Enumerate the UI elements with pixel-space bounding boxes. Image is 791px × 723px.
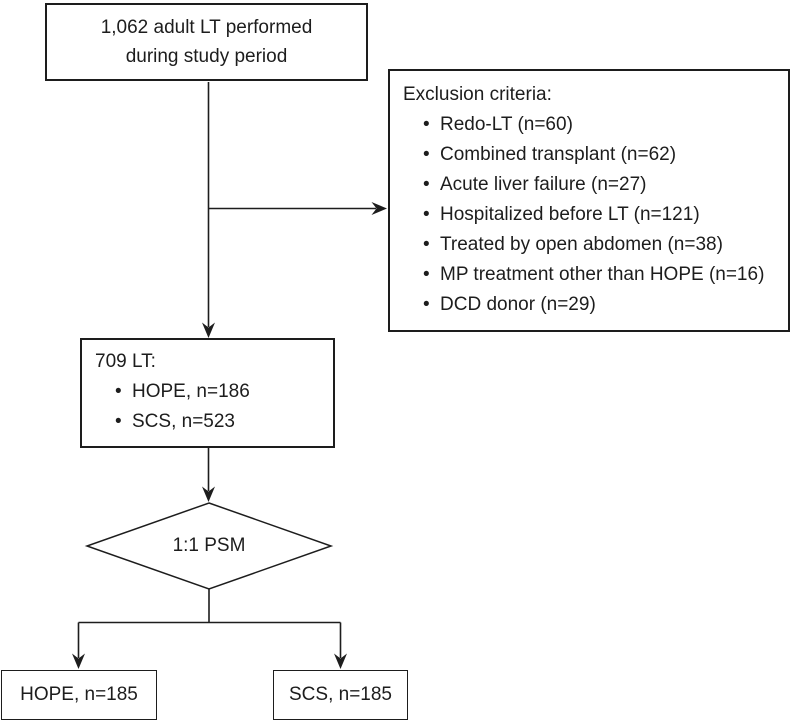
arrowhead-down-cohort [202,322,215,338]
exclusion-item-redo-lt: Redo-LT (n=60) [403,110,780,140]
exclusion-criteria-box: Exclusion criteria: Redo-LT (n=60) Combi… [388,69,790,332]
exclusion-item-open-abdomen: Treated by open abdomen (n=38) [403,230,780,260]
exclusion-item-hospitalized: Hospitalized before LT (n=121) [403,200,780,230]
arrowhead-down-scs [334,653,347,669]
hope-result-box: HOPE, n=185 [1,670,157,720]
exclusion-item-acute-liver-failure: Acute liver failure (n=27) [403,170,780,200]
psm-diamond-label: 1:1 PSM [172,535,246,556]
included-cohort-title: 709 LT: [95,351,156,372]
exclusion-criteria-title: Exclusion criteria: [403,84,552,105]
scs-result-box: SCS, n=185 [273,670,408,720]
included-cohort-box: 709 LT: HOPE, n=186 SCS, n=523 [80,338,335,448]
total-lt-box: 1,062 adult LT performed during study pe… [45,3,368,81]
arrowhead-right-exclusion [371,202,387,215]
total-lt-line1: 1,062 adult LT performed [100,17,313,38]
total-lt-line2: during study period [125,46,288,67]
exclusion-item-dcd-donor: DCD donor (n=29) [403,290,780,320]
cohort-item-scs: SCS, n=523 [95,407,325,437]
connector-diamond-to-split [77,589,342,658]
arrowhead-down-hope [72,653,85,669]
arrowhead-down-diamond [202,486,215,502]
exclusion-item-mp-treatment: MP treatment other than HOPE (n=16) [403,260,780,290]
exclusion-item-combined-transplant: Combined transplant (n=62) [403,140,780,170]
cohort-item-hope: HOPE, n=186 [95,377,325,407]
